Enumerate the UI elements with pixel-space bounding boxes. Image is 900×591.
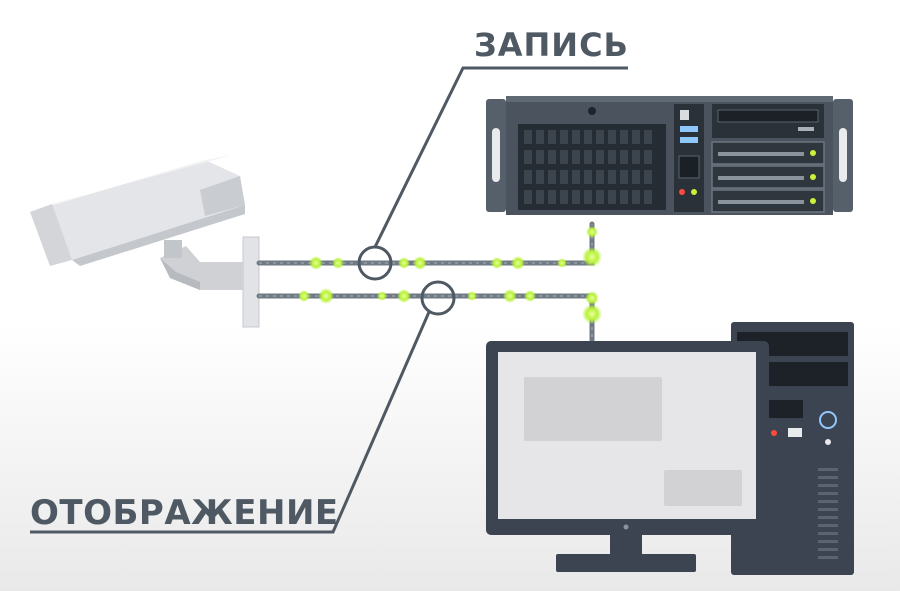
label-display: ОТОБРАЖЕНИЕ [30,493,339,533]
callout-recording [357,66,628,281]
monitor-icon [486,341,769,572]
data-pulses [298,226,602,324]
rack-server-icon [486,96,853,215]
callout-display [30,280,456,534]
label-recording: ЗАПИСЬ [474,26,629,64]
cable-to-server [256,221,595,266]
security-camera-icon [30,155,260,328]
